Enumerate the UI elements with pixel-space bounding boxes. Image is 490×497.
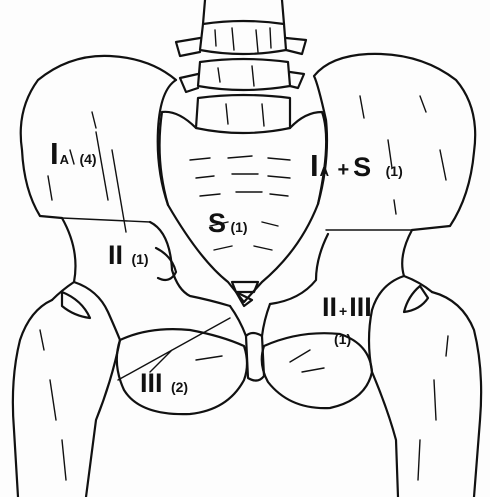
region-main2: S bbox=[353, 152, 371, 182]
region-main: I bbox=[50, 136, 60, 171]
region-count-ii-iii-right: (1) bbox=[334, 332, 351, 348]
region-join: + bbox=[339, 303, 347, 319]
region-count: (2) bbox=[171, 379, 188, 395]
region-count: (1) bbox=[386, 163, 403, 179]
region-main: II bbox=[108, 240, 123, 270]
region-main: II bbox=[322, 292, 337, 322]
region-label-iii-left: III (2) bbox=[140, 370, 188, 397]
region-count: (1) bbox=[131, 251, 148, 267]
region-join: + bbox=[337, 159, 349, 181]
region-main2: III bbox=[349, 292, 372, 322]
right-femur bbox=[369, 276, 481, 497]
region-main: S bbox=[208, 208, 226, 238]
region-label-ia-left: IA (4) bbox=[50, 138, 97, 169]
region-count: (1) bbox=[334, 331, 351, 347]
lumbar-spine bbox=[176, 0, 306, 133]
region-main: I bbox=[310, 148, 320, 183]
region-count: (1) bbox=[230, 219, 247, 235]
region-label-ia-s-right: IA +S (1) bbox=[310, 150, 403, 181]
region-label-ii-iii-right: II+III bbox=[322, 294, 372, 321]
sacrum bbox=[160, 112, 327, 306]
region-label-s-center: S (1) bbox=[208, 210, 248, 237]
region-count: (4) bbox=[79, 151, 96, 167]
region-label-ii-left: II (1) bbox=[108, 242, 149, 269]
region-sub: A bbox=[60, 152, 69, 167]
left-femur bbox=[13, 282, 120, 497]
region-main: III bbox=[140, 368, 163, 398]
region-sub: A bbox=[320, 164, 329, 179]
